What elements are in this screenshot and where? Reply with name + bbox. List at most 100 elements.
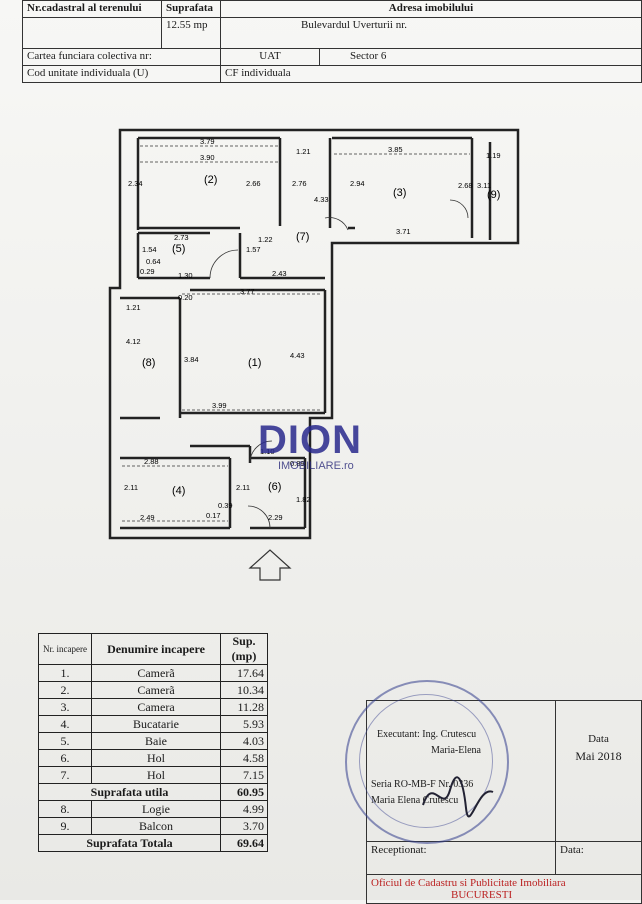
room-label-6: (6)	[268, 481, 281, 493]
dim-label: 2.11	[124, 483, 138, 492]
row-sup: 7.15	[220, 766, 268, 784]
uat-label: UAT	[220, 48, 320, 66]
room-label-7: (7)	[296, 231, 309, 243]
room-label-5: (5)	[172, 243, 185, 255]
watermark-brand: DION	[258, 418, 362, 462]
dim-label: 1.30	[178, 271, 193, 280]
dim-label: 3.84	[184, 355, 199, 364]
row-nr: 8.	[38, 800, 92, 818]
dim-label: 2.11	[236, 483, 250, 492]
cod-unitate-label: Cod unitate individuala (U)	[22, 65, 221, 83]
utila-value: 60.95	[220, 783, 268, 801]
dim-label: 3.90	[200, 153, 215, 162]
row-nr: 9.	[38, 817, 92, 835]
adresa-label: Adresa imobilului	[220, 0, 642, 18]
dim-label: 0.29	[140, 267, 155, 276]
watermark-sub: IMOBILIARE.ro	[278, 460, 354, 472]
dim-label: 1.21	[296, 147, 311, 156]
office-name: Oficiul de Cadastru si Publicitate Imobi…	[371, 877, 566, 889]
adresa-value: Bulevardul Uverturii nr.	[220, 17, 642, 49]
dim-label: 1.82	[296, 495, 311, 504]
row-nr: 3.	[38, 698, 92, 716]
row-name: Logie	[91, 800, 221, 818]
data-value: Mai 2018	[575, 749, 622, 763]
dim-label: 2.88	[144, 457, 159, 466]
row-sup: 3.70	[220, 817, 268, 835]
row-sup: 5.93	[220, 715, 268, 733]
stamp-inner-ring	[359, 694, 493, 828]
row-name: Camera	[91, 698, 221, 716]
row-nr: 5.	[38, 732, 92, 750]
dim-label: 3.71	[396, 227, 411, 236]
dim-label: 2.66	[246, 179, 261, 188]
row-name: Hol	[91, 766, 221, 784]
col-nr-header: Nr. incapere	[38, 633, 92, 665]
dim-label: 0.64	[146, 257, 161, 266]
row-nr: 2.	[38, 681, 92, 699]
uat-value: Sector 6	[319, 48, 642, 66]
room-label-4: (4)	[172, 485, 185, 497]
col-name-header: Denumire incapere	[91, 633, 221, 665]
header-table: Nr.cadastral al terenului Suprafata Adre…	[22, 0, 642, 83]
data-label: Data	[588, 733, 609, 745]
dim-label: 2.29	[268, 513, 283, 522]
dim-label: 1.21	[126, 303, 141, 312]
dim-label: 1.19	[486, 151, 501, 160]
suprafata-value: 12.55 mp	[161, 17, 221, 49]
utila-label: Suprafata utila	[38, 783, 221, 801]
row-nr: 1.	[38, 664, 92, 682]
dim-label: 0.20	[178, 293, 193, 302]
dim-label: 2.73	[174, 233, 189, 242]
dim-label: 2.68	[458, 181, 473, 190]
row-name: Hol	[91, 749, 221, 767]
office-city: BUCURESTI	[451, 889, 513, 901]
ancpi-stamp	[345, 680, 509, 844]
row-name: Balcon	[91, 817, 221, 835]
dim-label: 3.85	[388, 145, 403, 154]
dim-label: 2.34	[128, 179, 143, 188]
dim-label: 0.39	[218, 501, 233, 510]
floor-plan: (2) (3) (9) (7) (5) (8) (1) (4) (6) 3.79…	[108, 128, 520, 581]
row-sup: 17.64	[220, 664, 268, 682]
data-cell: Data Mai 2018	[555, 700, 642, 842]
row-sup: 11.28	[220, 698, 268, 716]
dim-label: 0.17	[206, 511, 221, 520]
dim-label: 1.57	[246, 245, 261, 254]
dim-label: 3.99	[212, 401, 227, 410]
dim-label: 4.12	[126, 337, 141, 346]
office-cell: Oficiul de Cadastru si Publicitate Imobi…	[366, 874, 642, 904]
nr-cadastral-label: Nr.cadastral al terenului	[22, 0, 162, 18]
dim-label: 2.49	[140, 513, 155, 522]
dim-label: 2.94	[350, 179, 365, 188]
row-name: Camerã	[91, 664, 221, 682]
total-value: 69.64	[220, 834, 268, 852]
dim-label: 4.33	[314, 195, 329, 204]
col-sup-header: Sup.(mp)	[220, 633, 268, 665]
row-nr: 6.	[38, 749, 92, 767]
dim-label: 1.10	[260, 447, 275, 456]
room-label-2: (2)	[204, 174, 217, 186]
dim-label: 3.79	[200, 137, 215, 146]
row-nr: 4.	[38, 715, 92, 733]
row-sup: 4.58	[220, 749, 268, 767]
rooms-table: Nr. incapere Denumire incapere Sup.(mp) …	[38, 633, 268, 852]
nr-cadastral-value	[22, 17, 162, 49]
dim-label: 3.11	[477, 181, 491, 190]
dim-label: 4.43	[290, 351, 305, 360]
cf-individuala-label: CF individuala	[220, 65, 642, 83]
data2-label: Data:	[555, 841, 642, 875]
dim-label: 1.54	[142, 245, 157, 254]
dim-label: 2.76	[292, 179, 307, 188]
row-sup: 4.03	[220, 732, 268, 750]
row-name: Baie	[91, 732, 221, 750]
